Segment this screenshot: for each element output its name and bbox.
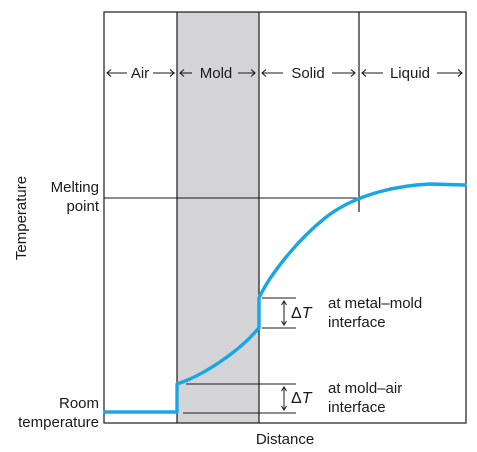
temperature-profile-curve [103,182,467,414]
region-arrows [106,69,463,77]
delta-symbol-metal-mold: ΔT [291,305,313,322]
metal-mold-delta-bracket [262,297,296,329]
metal-mold-label-line2: interface [328,314,386,331]
plot-frame [103,11,467,424]
metal-mold-label-line1: at metal–mold [328,295,422,312]
region-label-air: Air [131,65,149,82]
mold-air-delta-bracket [183,383,296,414]
mold-air-label-line2: interface [328,399,386,416]
region-label-mold: Mold [200,65,233,82]
region-label-liquid: Liquid [390,65,430,82]
melting-point-label-line2: point [66,198,99,215]
x-axis-label: Distance [256,431,314,448]
delta-symbol-mold-air: ΔT [291,390,313,407]
melting-point-label-line1: Melting [51,179,99,196]
region-label-solid: Solid [291,65,324,82]
room-temperature-label-line2: temperature [18,414,99,431]
mold-air-label-line1: at mold–air [328,380,402,397]
y-axis-label: Temperature [13,176,30,260]
mold-region [177,12,259,423]
room-temperature-label-line1: Room [59,395,99,412]
